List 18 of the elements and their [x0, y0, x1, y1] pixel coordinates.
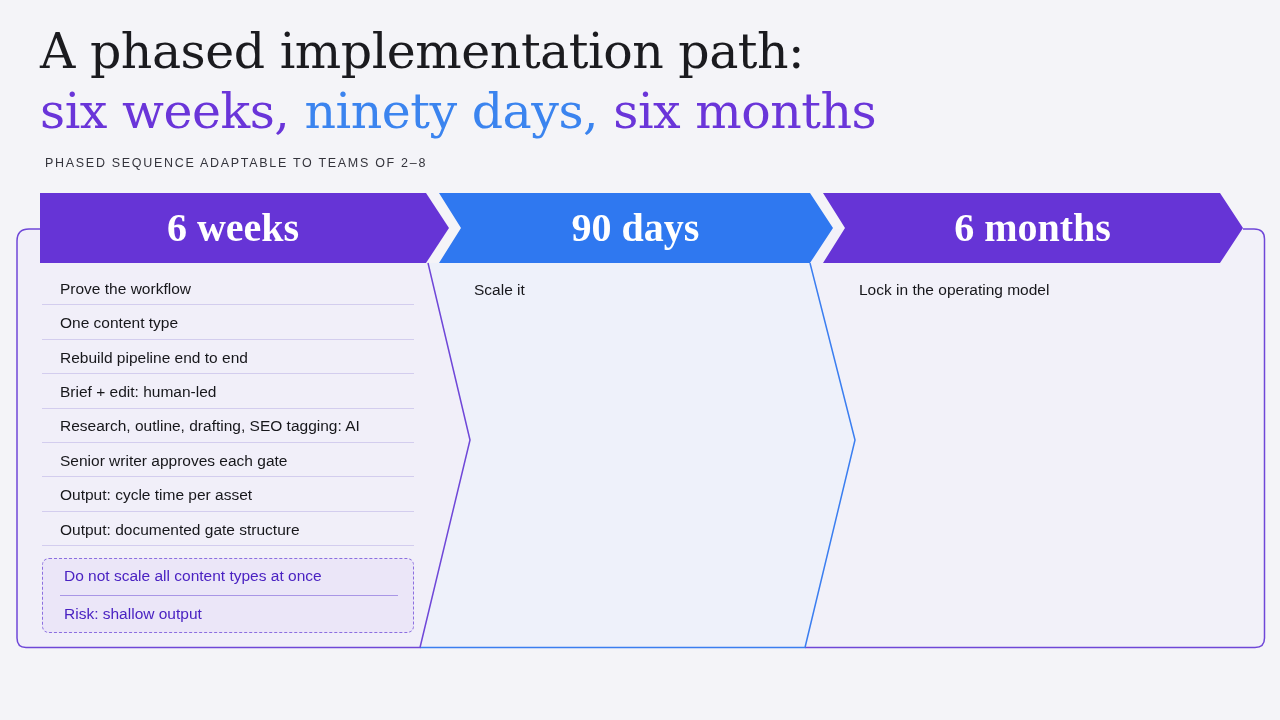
phase-header-banner: 90 days	[439, 193, 833, 263]
list-item: Research, outline, drafting, SEO tagging: AI	[60, 416, 360, 437]
list-item: Rebuild pipeline end to end	[60, 347, 248, 368]
list-item: One content type	[60, 313, 179, 334]
risk-callout	[42, 558, 414, 633]
callout-text: Risk: shallow output	[64, 604, 202, 624]
list-item: Brief + edit: human-led	[60, 382, 217, 403]
callout-text: Do not scale all content types at once	[64, 566, 322, 586]
phase-goal-text: Scale it	[474, 279, 525, 300]
phase-header-banner: 6 weeks	[40, 193, 449, 263]
list-item: Output: cycle time per asset	[60, 485, 253, 506]
list-item: Senior writer approves each gate	[60, 450, 288, 471]
subtitle-label: PHASED SEQUENCE ADAPTABLE TO TEAMS OF 2–8	[45, 156, 428, 170]
list-item: Output: documented gate structure	[60, 519, 300, 540]
phase-goal-text: Lock in the operating model	[859, 279, 1050, 300]
phase-header-banner: 6 months	[823, 193, 1243, 263]
title-heading: A phased implementation path: six weeks, ninety days, six months	[40, 22, 877, 142]
phase-goal-text: Prove the workflow	[60, 278, 191, 299]
